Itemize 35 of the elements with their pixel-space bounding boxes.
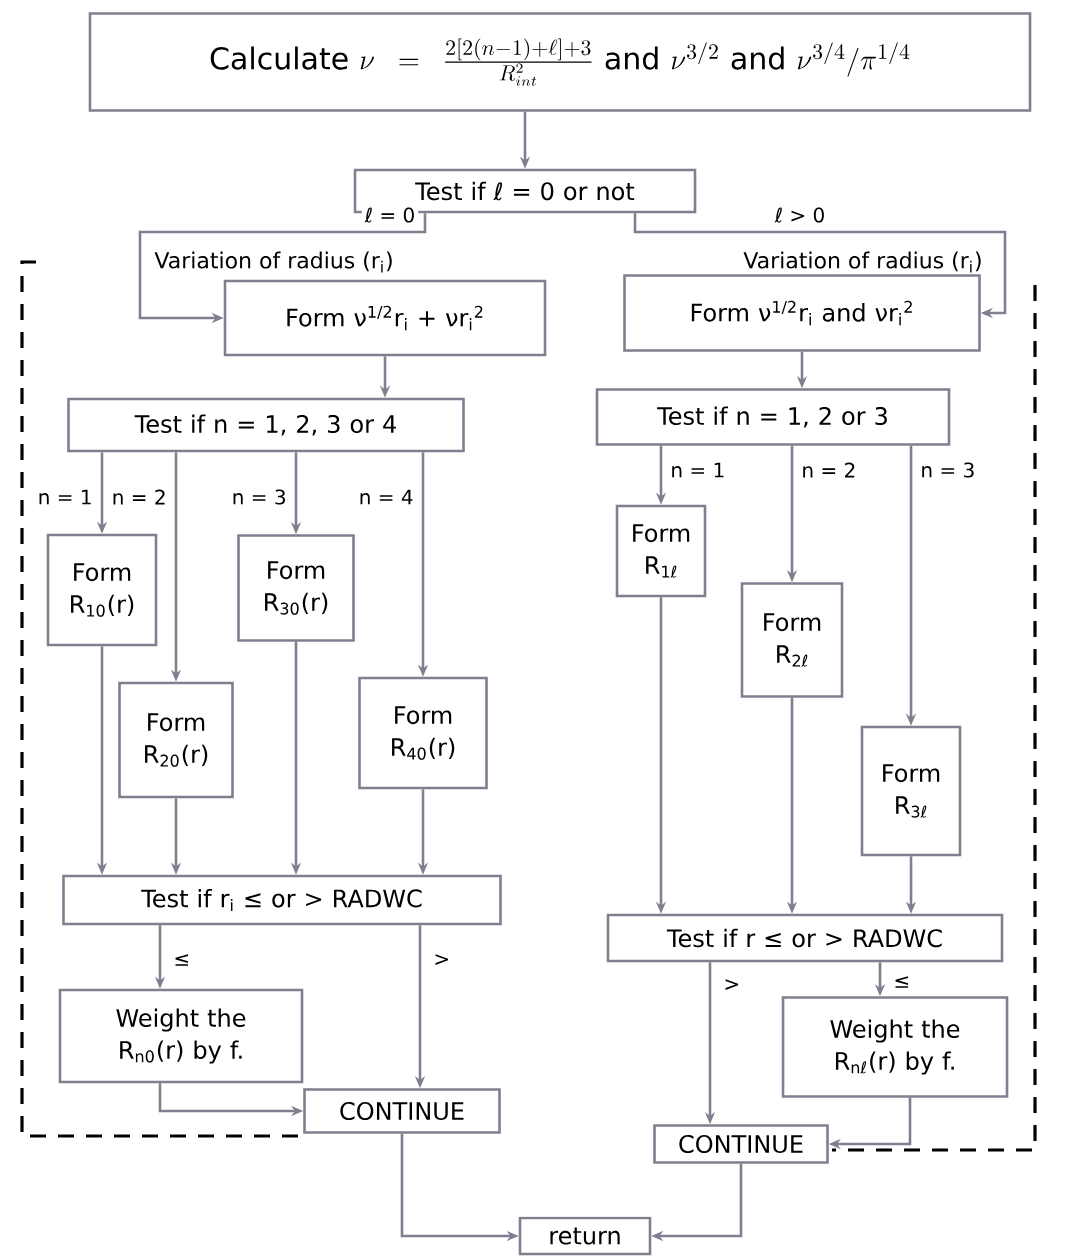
edge-label: n = 3 (228, 486, 290, 508)
return-box: return (518, 1216, 652, 1256)
edge-label: > (720, 976, 744, 994)
process-box: Form R$_{40}$(r) (358, 676, 488, 790)
edge-label: ≤ (890, 973, 914, 991)
process-box: Form R$_{3ℓ}$ (860, 725, 962, 857)
edge-label: ≤ (170, 951, 194, 969)
edge-label: n = 4 (355, 486, 417, 508)
arrow (633, 213, 1007, 319)
process-box: Form R$_{20}$(r) (118, 681, 234, 799)
continue-box: CONTINUE (303, 1088, 501, 1134)
test-box: Test if r ≤ or > RADWC (606, 913, 1004, 963)
process-box: Form ν$^{1/2}$r$_{i}$ + νr$_{i}$2 (223, 279, 547, 357)
process-box: Form R$_{30}$(r) (237, 534, 355, 642)
annotation-text: Variation of radius (r$_{i}$) (743, 251, 981, 273)
edge-label: ℓ > 0 (771, 204, 829, 226)
edge-label: n = 1 (667, 459, 729, 481)
test-box: Test if r$_{i}$ ≤ or > RADWC (62, 874, 502, 926)
annotation-text: Variation of radius (r$_{i}$) (154, 251, 392, 273)
edge-label: n = 2 (798, 459, 860, 481)
continue-box: CONTINUE (653, 1124, 829, 1164)
process-box: $\text{Calculate } \nu = \frac{2[2(n-1)+\ell]+3}{R_{int}^{2}} \text{ and } \nu^{3/2} \text{ and } \nu^{3/4}/\pi^{1/4}$ (88, 12, 1032, 112)
edge-label: n = 3 (917, 459, 979, 481)
edge-label: n = 1 (34, 486, 96, 508)
process-box: Weight the R$_{nℓ}$(r) by f. (781, 996, 1009, 1098)
edge-label: n = 2 (108, 486, 170, 508)
test-box: Test if n = 1, 2 or 3 (595, 388, 951, 446)
process-box: Form ν$^{1/2}$r$_{i}$ and νr$_{i}$2 (623, 274, 981, 352)
test-box: Test if n = 1, 2, 3 or 4 (67, 397, 465, 453)
edge-label: > (430, 951, 454, 969)
process-box: Weight the R$_{n0}$(r) by f. (58, 988, 304, 1084)
edge-label: ℓ = 0 (361, 204, 419, 226)
process-box: Form R$_{10}$(r) (46, 533, 158, 647)
process-box: Form R$_{1ℓ}$ (615, 504, 707, 598)
process-box: Form R$_{2ℓ}$ (740, 582, 844, 698)
